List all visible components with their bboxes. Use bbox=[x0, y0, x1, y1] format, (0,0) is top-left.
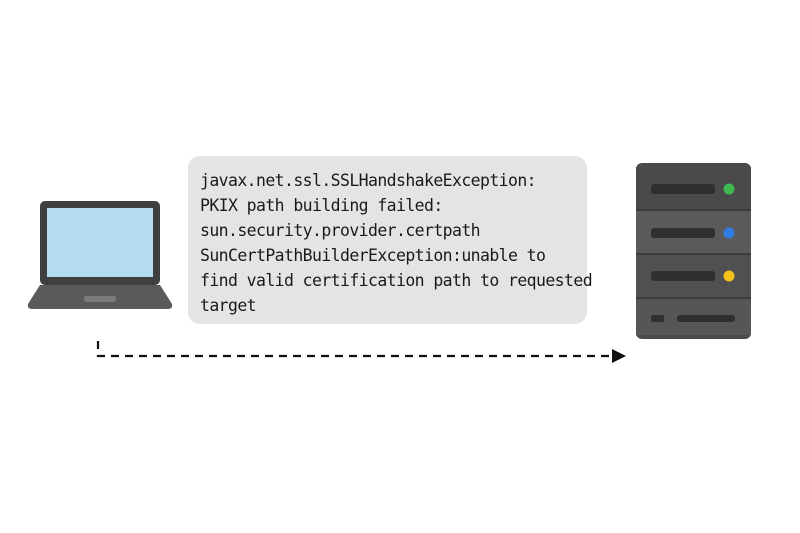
drive-slot-4-small bbox=[651, 315, 664, 322]
error-line-4: SunCertPathBuilderException:unable to bbox=[200, 246, 546, 265]
error-message-box: javax.net.ssl.SSLHandshakeException: PKI… bbox=[188, 156, 593, 324]
drive-slot-3 bbox=[651, 271, 715, 281]
status-led-blue-icon bbox=[723, 227, 735, 239]
arrowhead-icon bbox=[612, 349, 626, 363]
drive-slot-2 bbox=[651, 228, 715, 238]
connection-dashed-line bbox=[96, 341, 612, 358]
laptop-icon bbox=[27, 201, 173, 309]
status-led-green-icon bbox=[723, 183, 735, 195]
error-line-3: sun.security.provider.certpath bbox=[200, 221, 481, 240]
laptop-screen bbox=[47, 208, 153, 277]
status-led-yellow-icon bbox=[723, 270, 735, 282]
error-line-2: PKIX path building failed: bbox=[200, 196, 443, 215]
drive-slot-1 bbox=[651, 184, 715, 194]
laptop-touchpad bbox=[84, 296, 116, 302]
error-line-5: find valid certification path to request… bbox=[200, 271, 593, 290]
drive-slot-4-long bbox=[677, 315, 735, 322]
server-rack-icon bbox=[636, 163, 751, 339]
error-line-1: javax.net.ssl.SSLHandshakeException: bbox=[200, 171, 537, 190]
connection-arrow bbox=[96, 341, 626, 363]
error-line-6: target bbox=[200, 296, 257, 315]
